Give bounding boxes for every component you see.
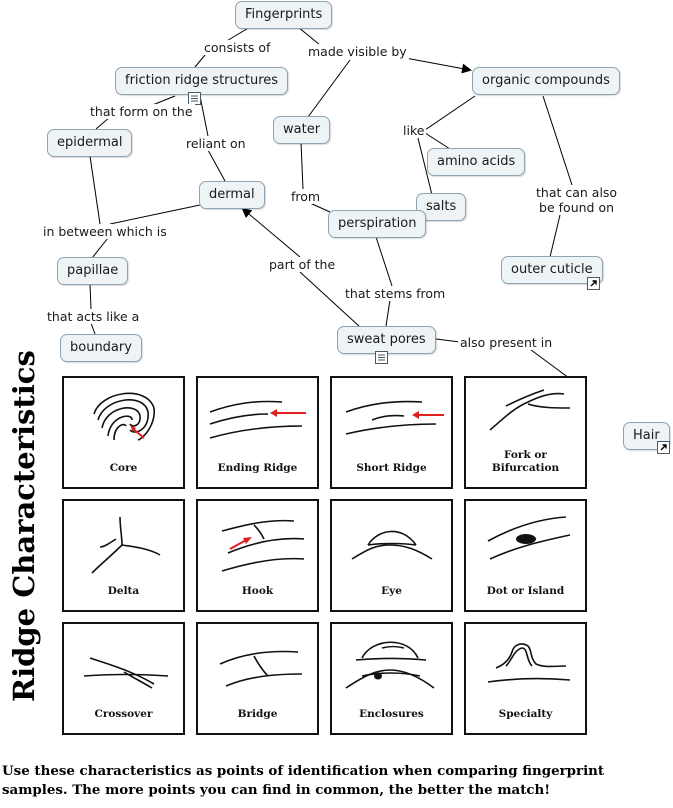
link-icon[interactable] [657, 441, 670, 454]
cell-label: Core [109, 462, 138, 474]
ridge-chart-title: Ridge Characteristics [7, 350, 41, 702]
link-label: made visible by [306, 44, 409, 59]
crossover-sketch [83, 657, 169, 689]
link-label: that can also be found on [534, 185, 620, 215]
ridge-cell-delta: Delta [62, 499, 185, 612]
node-dermal[interactable]: dermal [199, 181, 265, 209]
note-icon[interactable] [375, 351, 388, 364]
cell-label: Dot or Island [486, 585, 565, 597]
node-perspiration[interactable]: perspiration [328, 210, 427, 238]
cell-label: Specialty [498, 708, 553, 720]
cell-label: Crossover [94, 708, 153, 720]
cell-label: Hook [241, 585, 274, 597]
cell-label: Fork or Bifurcation [491, 449, 560, 474]
link-label: consists of [202, 40, 273, 55]
node-friction-ridge-structures[interactable]: friction ridge structures [115, 67, 289, 95]
short-ridge-sketch [345, 400, 444, 435]
link-label: from [289, 189, 323, 204]
core-sketch [93, 392, 155, 441]
node-outer-cuticle[interactable]: outer cuticle [501, 256, 603, 284]
specialty-sketch [487, 643, 571, 683]
ridge-cell-hook: Hook [196, 499, 319, 612]
cell-label: Bridge [237, 708, 278, 720]
ridge-cell-dot: Dot or Island [464, 499, 587, 612]
bridge-sketch [219, 650, 303, 687]
link-label: that form on the [88, 104, 195, 119]
node-boundary[interactable]: boundary [60, 334, 142, 362]
node-hair[interactable]: Hair [623, 422, 670, 450]
hook-sketch [221, 519, 305, 572]
enclosures-sketch [345, 641, 435, 689]
link-icon[interactable] [587, 277, 600, 290]
cell-label: Short Ridge [356, 462, 427, 474]
ending-ridge-sketch [209, 400, 306, 439]
cell-label: Enclosures [359, 708, 424, 720]
cell-label: Delta [107, 585, 140, 597]
node-organic-compounds[interactable]: organic compounds [472, 67, 620, 95]
ridge-cell-fork: Fork or Bifurcation [464, 376, 587, 489]
ridge-cell-specialty: Specialty [464, 622, 587, 735]
link-label: that acts like a [45, 309, 142, 324]
node-fingerprints[interactable]: Fingerprints [235, 1, 333, 29]
ridge-cell-enclosures: Enclosures [330, 622, 453, 735]
eye-sketch [351, 530, 433, 560]
delta-sketch [91, 516, 161, 574]
ridge-cell-core: Core [62, 376, 185, 489]
link-label: that stems from [343, 286, 448, 301]
footer-instructions: Use these characteristics as points of i… [2, 763, 605, 798]
dot-sketch [487, 516, 571, 560]
concept-map-connectors [89, 26, 573, 380]
node-sweat-pores[interactable]: sweat pores [337, 326, 436, 354]
link-label: reliant on [184, 136, 248, 151]
cell-label: Ending Ridge [217, 462, 298, 474]
fork-sketch [489, 389, 571, 431]
ridge-cell-crossover: Crossover [62, 622, 185, 735]
link-label: part of the [267, 257, 338, 272]
node-epidermal[interactable]: epidermal [47, 129, 133, 157]
ridge-cell-bridge: Bridge [196, 622, 319, 735]
node-water[interactable]: water [273, 116, 331, 144]
ridge-cell-eye: Eye [330, 499, 453, 612]
link-label: in between which is [41, 224, 169, 239]
ridge-cell-ending-ridge: Ending Ridge [196, 376, 319, 489]
cell-label: Eye [381, 585, 402, 597]
ridge-cell-short-ridge: Short Ridge [330, 376, 453, 489]
node-amino-acids[interactable]: amino acids [427, 148, 526, 176]
link-label: like [401, 123, 427, 138]
node-papillae[interactable]: papillae [57, 257, 129, 285]
link-label: also present in [458, 335, 555, 350]
